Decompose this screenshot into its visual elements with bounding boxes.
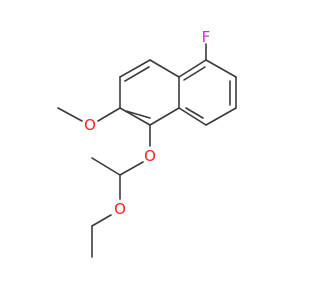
aryl-ether-oxygen-label: O (144, 147, 156, 165)
ethoxy-oxygen-label: O (114, 200, 126, 218)
bond (149, 59, 180, 78)
bond (91, 214, 112, 227)
bond (125, 110, 151, 119)
bond (119, 161, 144, 176)
bond (57, 107, 83, 122)
bond (205, 59, 237, 78)
bond-lines (57, 43, 237, 258)
bond (97, 107, 121, 122)
bond (185, 107, 204, 119)
fluorine-atom-label: F (202, 28, 211, 46)
bond (178, 107, 207, 126)
atom-labels: F O O O (84, 28, 210, 218)
bond (119, 107, 151, 126)
bond (205, 107, 237, 126)
bond (178, 59, 207, 78)
methoxy-oxygen-label: O (84, 116, 96, 134)
bond (119, 59, 151, 78)
bond (149, 107, 180, 126)
bond (183, 66, 206, 81)
bond (124, 66, 150, 82)
bond (91, 157, 121, 176)
structure-canvas: F O O O (57, 28, 237, 258)
